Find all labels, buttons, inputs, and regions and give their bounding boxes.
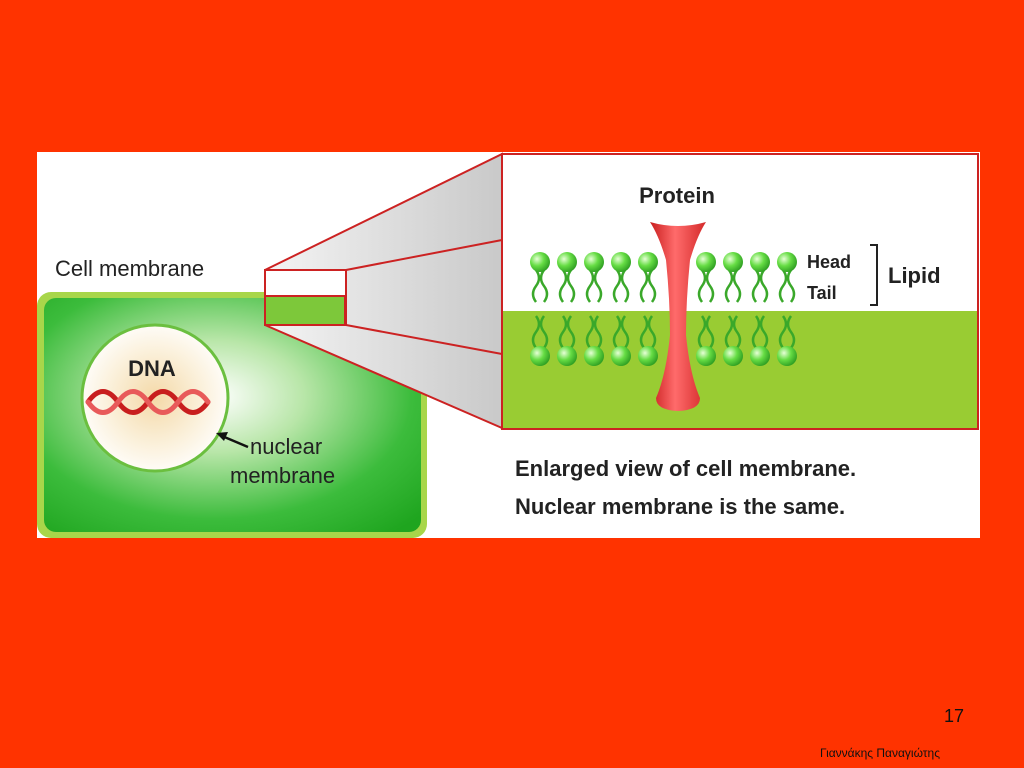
lipid-head (611, 346, 631, 366)
lipid-tail (786, 315, 796, 349)
membrane-band (503, 311, 977, 428)
lipid-tail (620, 269, 630, 303)
protein-channel (650, 222, 706, 411)
lipid-tail (647, 315, 657, 349)
lipid-tail (751, 269, 761, 303)
lipid-tail (751, 315, 761, 349)
lipid-head (777, 346, 797, 366)
lipid-tail (531, 269, 541, 303)
nuclear-membrane-arrow-icon (216, 432, 249, 449)
lipid-tail (759, 269, 769, 303)
lipid-head (638, 252, 658, 272)
head-label: Head (807, 252, 851, 272)
lipid-head (611, 252, 631, 272)
lipid-tail (539, 269, 549, 303)
lipid-tail (778, 269, 788, 303)
lipid-head (584, 346, 604, 366)
zoom-edge-bottom (345, 324, 503, 355)
lipid-head (557, 346, 577, 366)
lipid-head (750, 346, 770, 366)
lipid-tail (786, 269, 796, 303)
lipid-bracket (870, 244, 878, 306)
caption-line2: Nuclear membrane is the same. (515, 494, 845, 519)
lipid-tail (612, 269, 622, 303)
lipid-head (696, 346, 716, 366)
lipid-head (723, 346, 743, 366)
lipid-tail (585, 315, 595, 349)
lipid-tail (531, 315, 541, 349)
lipid-head (530, 252, 550, 272)
lipid-head (777, 252, 797, 272)
nuclear-membrane-label-line2: membrane (230, 463, 335, 488)
lipid-tail (593, 269, 603, 303)
lipid-tail (566, 315, 576, 349)
lipid-tail (612, 315, 622, 349)
lipid-tail (647, 269, 657, 303)
lipid-tail (724, 315, 734, 349)
lipid-tail (539, 315, 549, 349)
lipid-head (530, 346, 550, 366)
slide-number: 17 (943, 706, 964, 726)
lipid-tail (732, 269, 742, 303)
zoom-edge-top (345, 239, 503, 271)
lipid-head (750, 252, 770, 272)
lipid-bilayer (530, 252, 797, 366)
dna-helix-icon (85, 389, 211, 415)
lipid-tail (620, 315, 630, 349)
lipid-head (584, 252, 604, 272)
lipid-tail (732, 315, 742, 349)
lipid-head (723, 252, 743, 272)
lipid-head (557, 252, 577, 272)
lipid-tail (639, 315, 649, 349)
lipid-tail (585, 269, 595, 303)
lipid-head (696, 252, 716, 272)
lipid-tail (697, 315, 707, 349)
protein-label: Protein (639, 183, 715, 208)
lipid-tail (697, 269, 707, 303)
cell-membrane-label: Cell membrane (55, 256, 204, 281)
lipid-head (638, 346, 658, 366)
caption-line1: Enlarged view of cell membrane. (515, 456, 856, 481)
lipid-tail (558, 269, 568, 303)
lipid-tail (558, 315, 568, 349)
lipid-tail (778, 315, 788, 349)
zoom-source-box (264, 295, 346, 326)
author-name: Γιαννάκης Παναγιώτης (819, 746, 940, 760)
lipid-tail (705, 315, 715, 349)
nuclear-membrane-label-line1: nuclear (250, 434, 322, 459)
lipid-label: Lipid (888, 263, 941, 288)
tail-label: Tail (807, 283, 837, 303)
lipid-tail (705, 269, 715, 303)
lipid-tail (724, 269, 734, 303)
lipid-tail (639, 269, 649, 303)
dna-label: DNA (128, 356, 176, 381)
nucleus (80, 323, 230, 473)
lipid-tail (759, 315, 769, 349)
lipid-tail (593, 315, 603, 349)
lipid-tail (566, 269, 576, 303)
